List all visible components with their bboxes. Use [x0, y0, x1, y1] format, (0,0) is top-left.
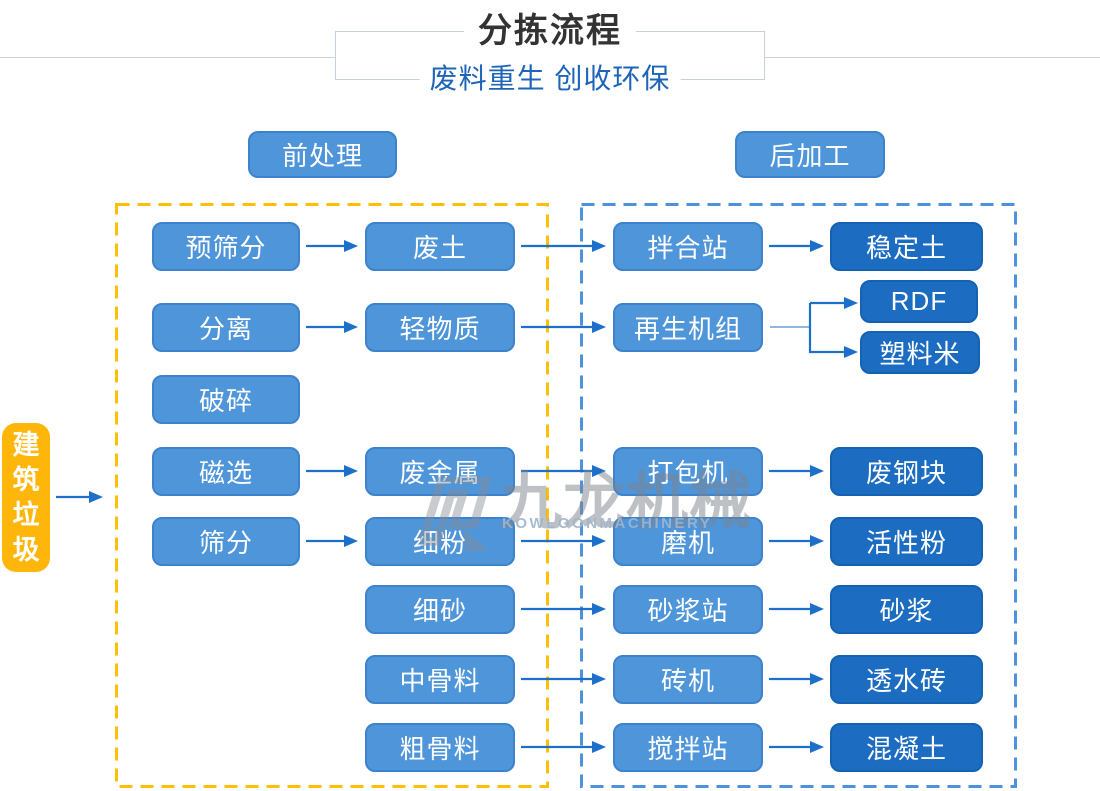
page-title: 分拣流程: [464, 10, 636, 52]
page-subtitle: 废料重生 创收环保: [419, 60, 681, 98]
node-brick-machine: 砖机: [613, 655, 763, 704]
node-scrap-metal: 废金属: [365, 447, 515, 496]
node-stabilized-soil: 稳定土: [830, 222, 983, 271]
node-baler: 打包机: [613, 447, 763, 496]
section-label-post-processing: 后加工: [735, 131, 885, 178]
node-grinding-mill: 磨机: [613, 517, 763, 566]
node-mortar-station: 砂浆站: [613, 585, 763, 634]
node-separation: 分离: [152, 303, 300, 352]
flow-arrows: [56, 240, 858, 753]
node-fine-powder: 细粉: [365, 517, 515, 566]
node-agitation-station: 搅拌站: [613, 723, 763, 772]
node-fine-sand: 细砂: [365, 585, 515, 634]
node-crushing: 破碎: [152, 375, 300, 424]
node-light-material: 轻物质: [365, 303, 515, 352]
title-frame: 分拣流程 废料重生 创收环保: [335, 10, 765, 98]
node-mixing-plant: 拌合站: [613, 222, 763, 271]
node-pre-screening: 预筛分: [152, 222, 300, 271]
node-waste-soil: 废土: [365, 222, 515, 271]
post-processing-dashed-frame: [580, 203, 1017, 788]
node-concrete: 混凝土: [830, 723, 983, 772]
node-active-powder: 活性粉: [830, 517, 983, 566]
pre-processing-dashed-frame: [115, 203, 549, 788]
node-mortar: 砂浆: [830, 585, 983, 634]
node-plastic-pellets: 塑料米: [860, 331, 980, 374]
node-permeable-brick: 透水砖: [830, 655, 983, 704]
node-coarse-aggregate: 粗骨料: [365, 723, 515, 772]
source-node-label: 建筑垃圾: [12, 429, 40, 565]
node-screening: 筛分: [152, 517, 300, 566]
node-rdf: RDF: [860, 280, 978, 323]
source-node-construction-waste: 建筑垃圾: [2, 423, 50, 572]
node-scrap-steel: 废钢块: [830, 447, 983, 496]
node-magnetic-separation: 磁选: [152, 447, 300, 496]
node-recycling-unit: 再生机组: [613, 303, 763, 352]
node-medium-aggregate: 中骨料: [365, 655, 515, 704]
section-label-pre-processing: 前处理: [248, 131, 397, 178]
